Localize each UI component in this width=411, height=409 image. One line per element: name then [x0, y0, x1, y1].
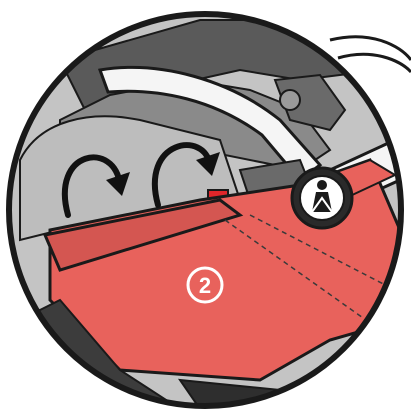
wheel-hub-icon — [292, 168, 352, 228]
hinge-pin — [280, 90, 300, 110]
step-number-badge: 2 — [188, 268, 222, 302]
step-number-text: 2 — [199, 273, 211, 298]
